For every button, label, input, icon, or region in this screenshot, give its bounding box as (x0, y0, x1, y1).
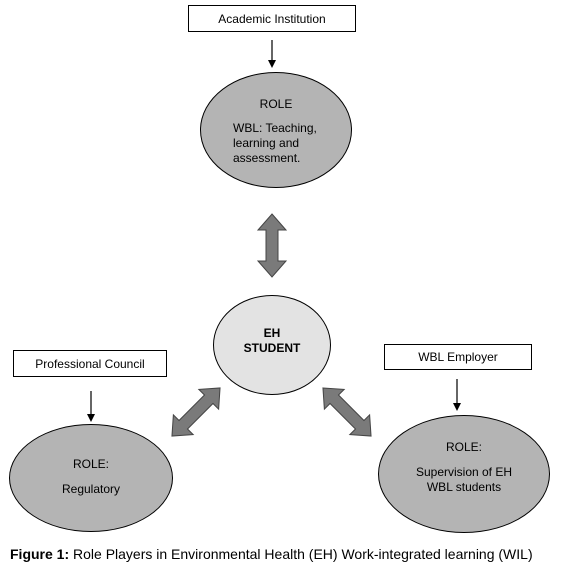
wbl-employer-box: WBL Employer (384, 344, 532, 370)
academic-role-line-3: assessment. (233, 151, 301, 165)
employer-role-title: ROLE: (445, 440, 482, 454)
figure-caption-prefix: Figure 1: (10, 546, 70, 562)
eh-student-line-2: STUDENT (243, 341, 301, 355)
employer-role-line-2: WBL students (426, 480, 502, 494)
academic-role-title: ROLE (259, 97, 293, 111)
student-employer-double-arrow (322, 387, 372, 437)
council-role-ellipse: ROLE: Regulatory (9, 424, 173, 532)
academic-role-line-1: WBL: Teaching, (233, 121, 317, 135)
figure-caption-text: Role Players in Environmental Health (EH… (69, 546, 533, 562)
wbl-employer-label: WBL Employer (418, 350, 498, 364)
eh-student-ellipse: EH STUDENT (213, 295, 331, 395)
academic-institution-label: Academic Institution (218, 11, 326, 26)
academic-role-ellipse: ROLE WBL: Teaching, learning and assessm… (200, 72, 352, 188)
council-role-title: ROLE: (72, 457, 109, 471)
academic-institution-box: Academic Institution (188, 5, 356, 32)
student-council-double-arrow (171, 387, 221, 437)
academic-student-double-arrow (256, 213, 288, 278)
professional-council-label: Professional Council (35, 356, 145, 371)
council-role-text: Regulatory (61, 482, 121, 496)
eh-student-line-1: EH (263, 326, 281, 340)
professional-council-box: Professional Council (13, 350, 167, 377)
academic-role-line-2: learning and (233, 136, 300, 150)
figure-caption: Figure 1: Role Players in Environmental … (10, 546, 533, 562)
employer-role-ellipse: ROLE: Supervision of EH WBL students (378, 415, 550, 533)
employer-role-line-1: Supervision of EH (415, 465, 513, 479)
